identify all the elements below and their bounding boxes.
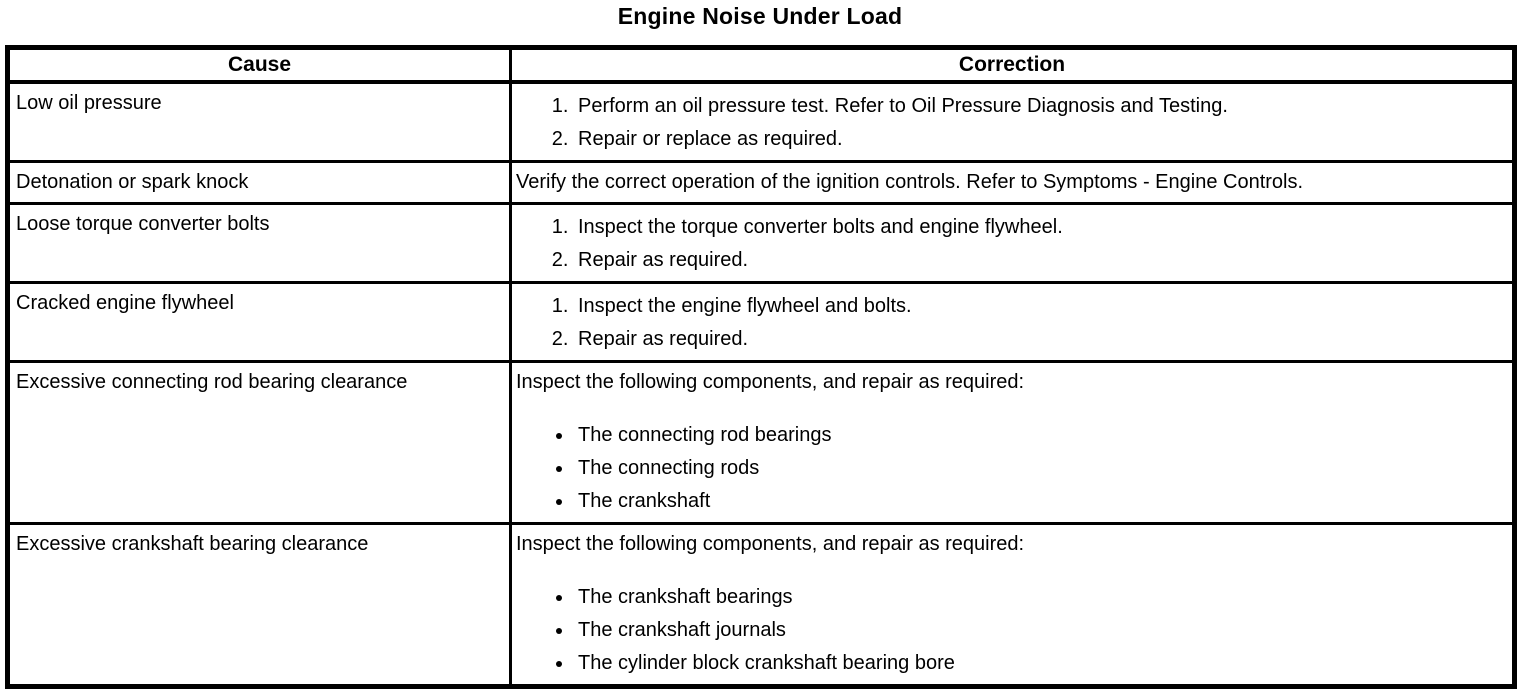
table-row: Detonation or spark knock Verify the cor… [6, 159, 1516, 205]
component-item: The crankshaft bearings [574, 581, 1508, 614]
cause-cell: Low oil pressure [6, 80, 512, 163]
correction-step: Repair as required. [574, 244, 1508, 277]
cause-cell: Loose torque converter bolts [6, 201, 512, 284]
component-item: The cylinder block crankshaft bearing bo… [574, 647, 1508, 680]
correction-cell: Inspect the torque converter bolts and e… [509, 201, 1516, 284]
component-item: The connecting rod bearings [574, 419, 1508, 452]
cause-cell: Detonation or spark knock [6, 159, 512, 205]
table-row: Excessive connecting rod bearing clearan… [6, 359, 1516, 525]
correction-steps: Inspect the torque converter bolts and e… [516, 211, 1508, 277]
table-row: Low oil pressure Perform an oil pressure… [6, 80, 1516, 163]
correction-steps: Perform an oil pressure test. Refer to O… [516, 90, 1508, 156]
component-item: The crankshaft [574, 485, 1508, 518]
correction-intro: Inspect the following components, and re… [516, 532, 1025, 555]
page-title: Engine Noise Under Load [617, 3, 903, 29]
component-item: The connecting rods [574, 452, 1508, 485]
correction-step: Repair or replace as required. [574, 123, 1508, 156]
component-item: The crankshaft journals [574, 614, 1508, 647]
cause-column-header: Cause [6, 46, 512, 84]
correction-step: Perform an oil pressure test. Refer to O… [574, 90, 1508, 123]
cause-cell: Excessive crankshaft bearing clearance [6, 521, 512, 688]
correction-step: Inspect the engine flywheel and bolts. [574, 290, 1508, 323]
correction-step: Repair as required. [574, 323, 1508, 356]
cause-cell: Cracked engine flywheel [6, 280, 512, 363]
correction-cell: Perform an oil pressure test. Refer to O… [509, 80, 1516, 163]
correction-cell: Verify the correct operation of the igni… [509, 159, 1516, 205]
cause-cell: Excessive connecting rod bearing clearan… [6, 359, 512, 525]
correction-cell: Inspect the following components, and re… [509, 521, 1516, 688]
correction-cell: Inspect the following components, and re… [509, 359, 1516, 525]
table-row: Cracked engine flywheel Inspect the engi… [6, 280, 1516, 363]
correction-cell: Inspect the engine flywheel and bolts. R… [509, 280, 1516, 363]
correction-step: Inspect the torque converter bolts and e… [574, 211, 1508, 244]
correction-steps: Inspect the engine flywheel and bolts. R… [516, 290, 1508, 356]
correction-column-header: Correction [509, 46, 1516, 84]
table-row: Excessive crankshaft bearing clearance I… [6, 521, 1516, 688]
component-list: The crankshaft bearings The crankshaft j… [516, 581, 1508, 680]
diagnostic-table: Cause Correction Low oil pressure Perfor… [5, 45, 1517, 689]
header-row: Cause Correction [6, 46, 1516, 84]
correction-intro: Inspect the following components, and re… [516, 370, 1025, 393]
correction-text: Verify the correct operation of the igni… [516, 170, 1304, 193]
component-list: The connecting rod bearings The connecti… [516, 419, 1508, 518]
table-row: Loose torque converter bolts Inspect the… [6, 201, 1516, 284]
